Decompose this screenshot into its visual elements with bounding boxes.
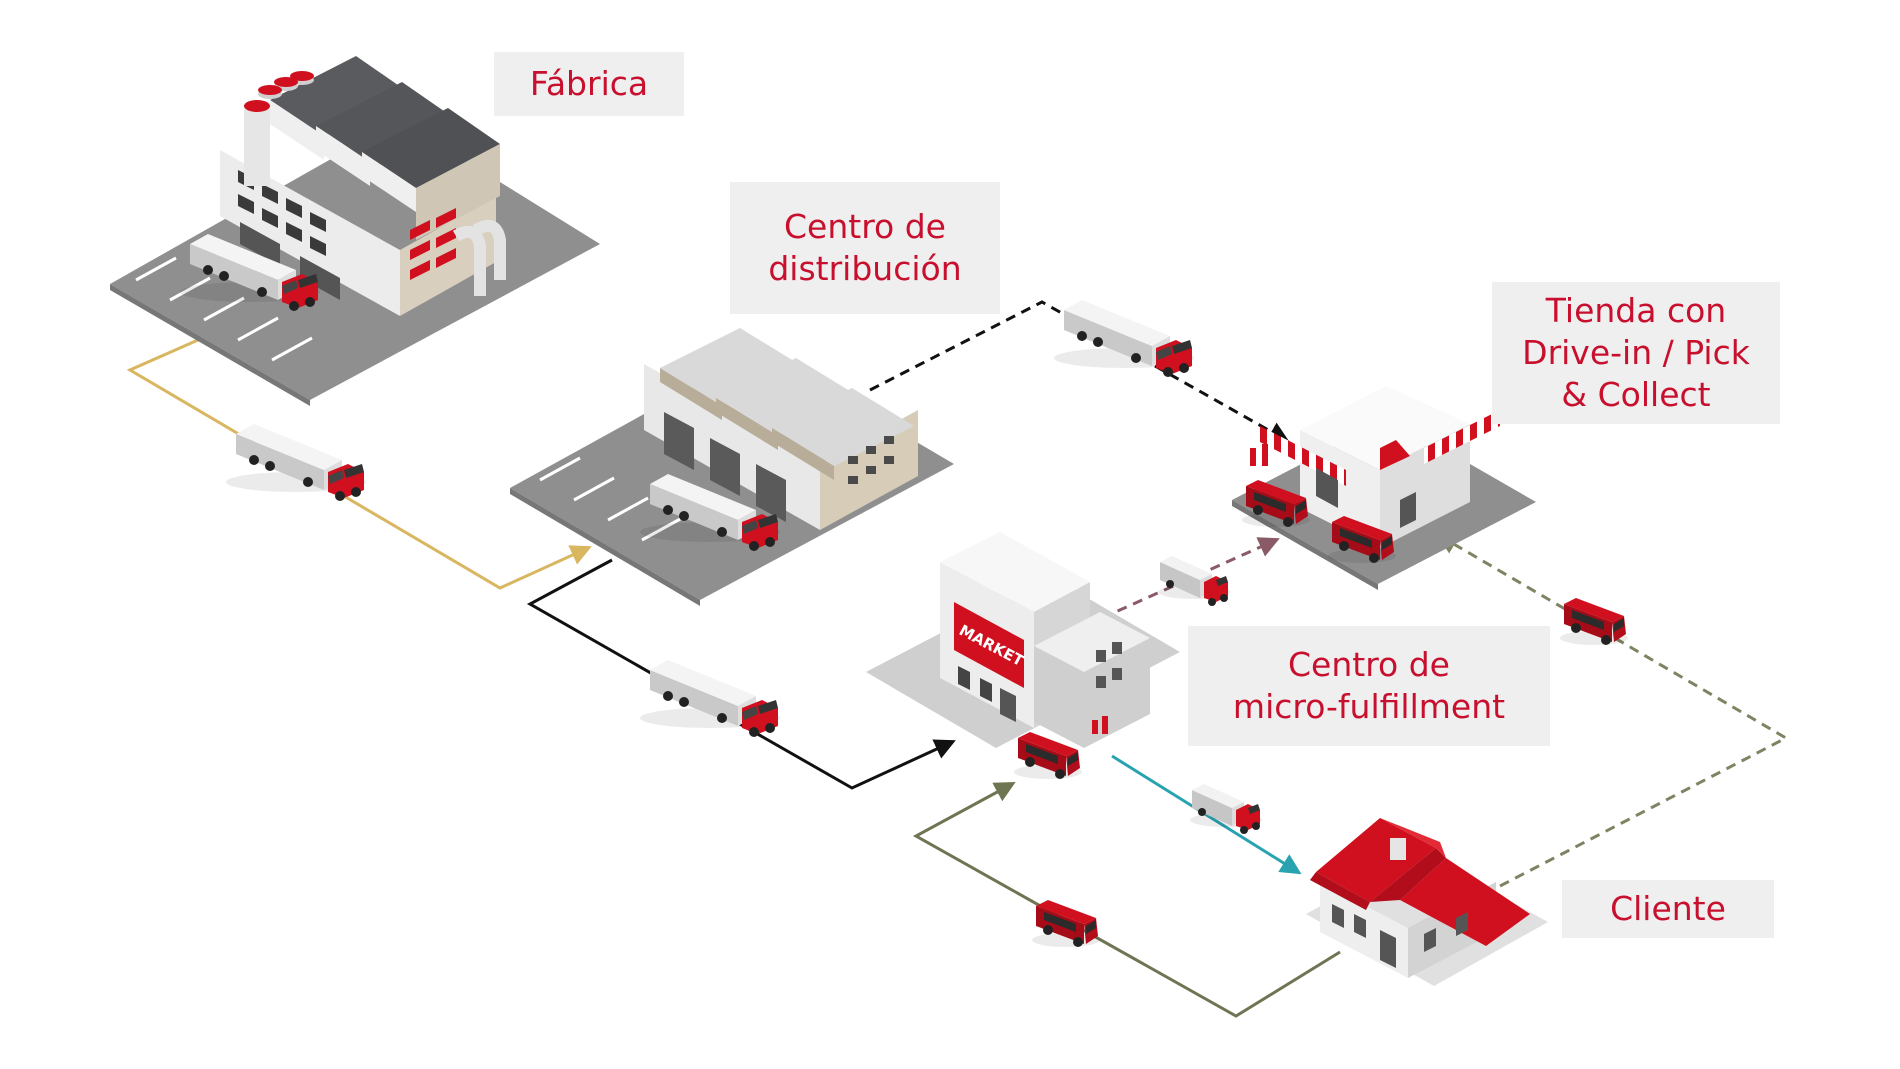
route-customer-to-micro — [912, 781, 1341, 1018]
label-fabrica: Fábrica — [494, 52, 684, 116]
label-cliente-text: Cliente — [1610, 889, 1726, 928]
route-micro-to-store — [1101, 537, 1280, 620]
label-tienda: Tienda con Drive-in / Pick & Collect — [1492, 282, 1780, 424]
route-factory-to-distribution — [126, 338, 592, 590]
micro-fulfillment-building: MARKET — [866, 532, 1180, 779]
label-centro-distribucion: Centro de distribución — [730, 182, 1000, 314]
label-micro-fulfillment: Centro de micro-fulfillment — [1188, 626, 1550, 746]
store-building — [1232, 386, 1536, 590]
label-micro-line2: micro-fulfillment — [1232, 687, 1506, 726]
factory-building — [110, 56, 600, 406]
label-micro-line1: Centro de — [1288, 645, 1450, 684]
customer-house — [1306, 818, 1548, 986]
route-distribution-to-store — [869, 300, 1290, 443]
label-tienda-line1: Tienda con — [1545, 291, 1727, 330]
label-tienda-line2: Drive-in / Pick — [1522, 333, 1750, 372]
label-centro-distribucion-line2: distribución — [768, 249, 962, 288]
route-customer-to-store — [1436, 533, 1790, 888]
label-fabrica-text: Fábrica — [529, 64, 649, 103]
label-tienda-line3: & Collect — [1561, 375, 1711, 414]
label-cliente: Cliente — [1562, 880, 1774, 938]
label-centro-distribucion-line1: Centro de — [784, 207, 946, 246]
distribution-center-building — [510, 328, 954, 606]
